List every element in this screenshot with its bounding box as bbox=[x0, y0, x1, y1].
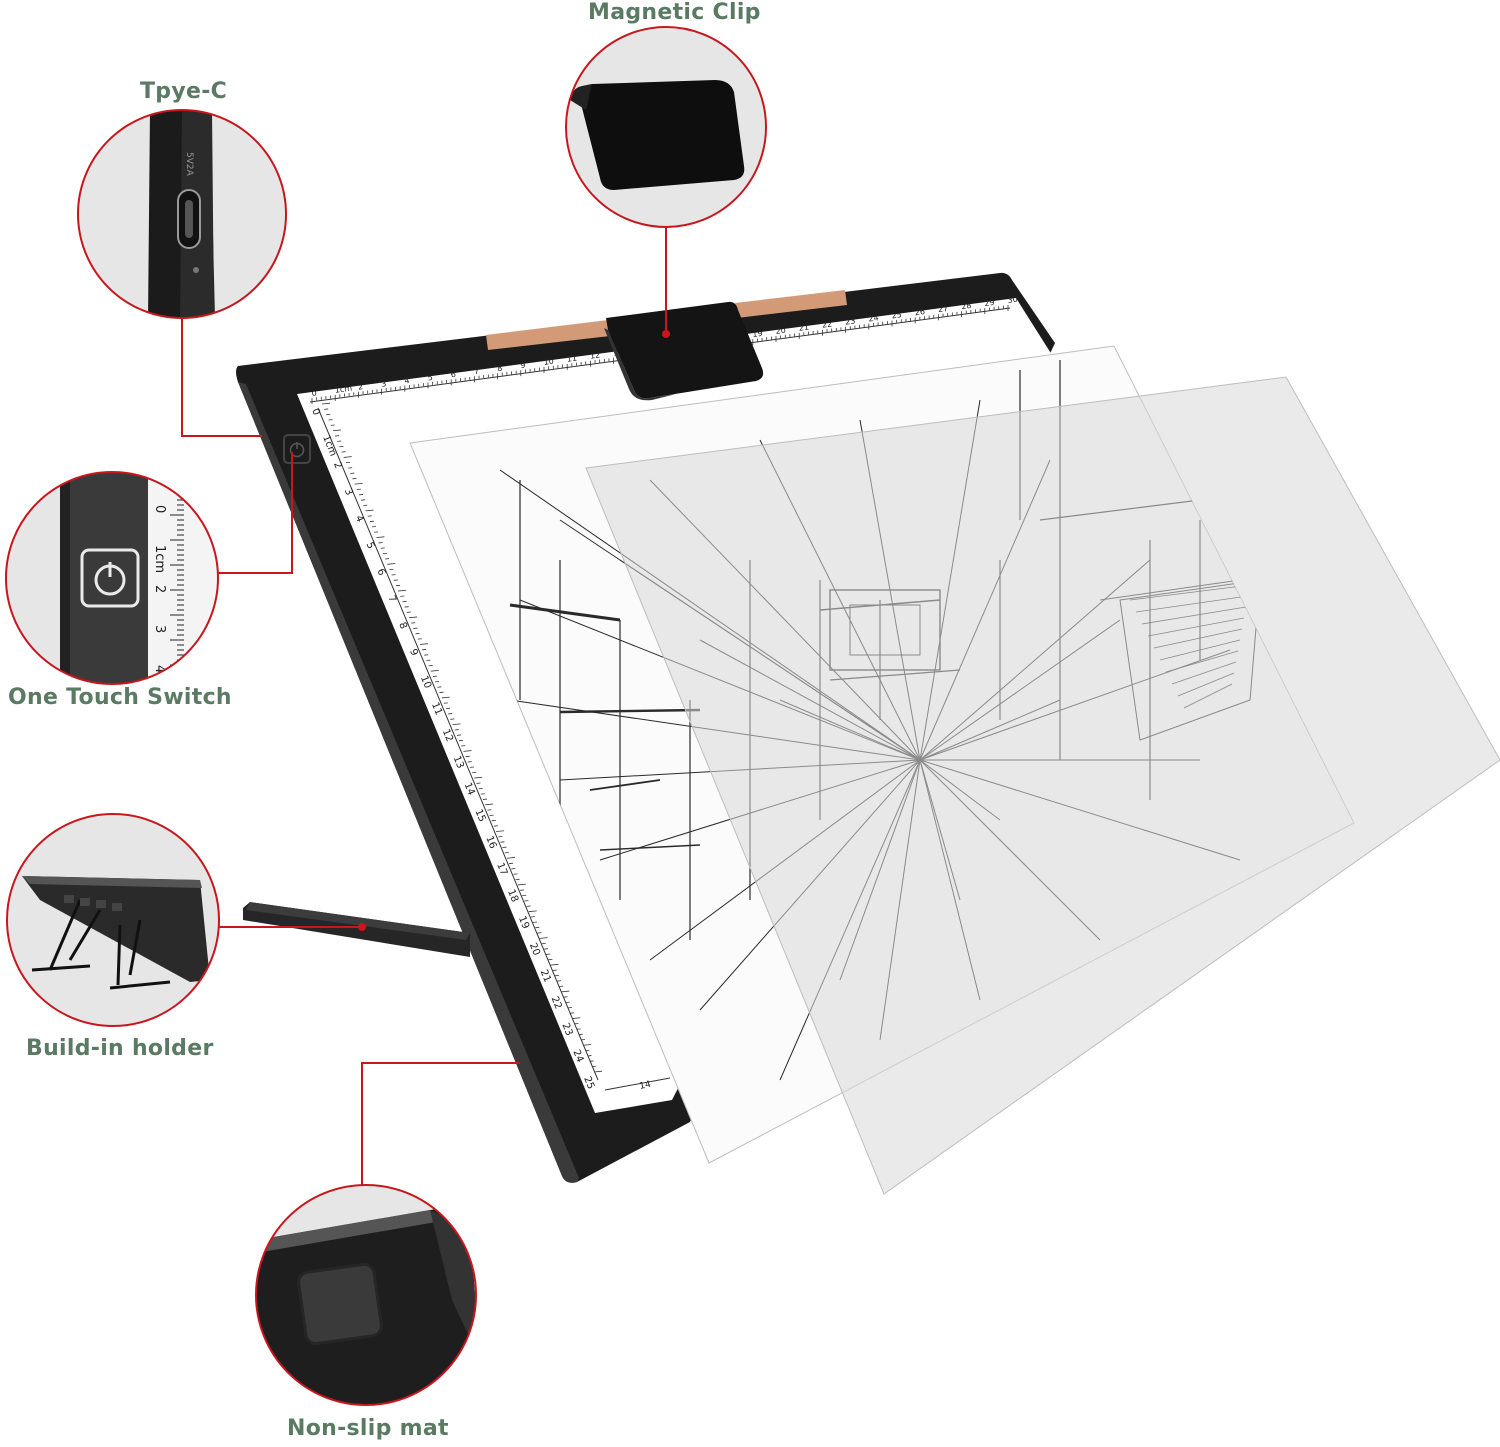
top-ruler-number: 10 bbox=[543, 357, 554, 367]
top-ruler-number: 12 bbox=[589, 350, 600, 360]
callout-line-mat bbox=[362, 1063, 520, 1185]
zoom-non-slip-mat bbox=[256, 1185, 480, 1405]
label-type-c: Tpye-C bbox=[140, 79, 227, 104]
top-ruler-number: 29 bbox=[984, 298, 995, 308]
top-ruler-number: 25 bbox=[891, 310, 902, 320]
label-non-slip-mat: Non-slip mat bbox=[287, 1416, 449, 1441]
top-ruler-number: 22 bbox=[821, 319, 832, 329]
usb-marking: 5V2A bbox=[184, 152, 194, 177]
holder-stick bbox=[243, 902, 470, 957]
zoom-magnetic-clip bbox=[566, 27, 766, 227]
zoom-type-c: 5V2A bbox=[78, 110, 286, 320]
top-ruler-number: 19 bbox=[752, 329, 763, 339]
zoom-build-in-holder bbox=[7, 814, 219, 1026]
zoom-ruler-number: 2 bbox=[152, 585, 167, 593]
top-ruler-number: 20 bbox=[775, 326, 786, 336]
zoom-ruler-number: 1cm bbox=[152, 545, 167, 573]
top-ruler-number: 23 bbox=[845, 316, 856, 326]
label-one-touch-switch: One Touch Switch bbox=[8, 685, 232, 710]
top-ruler-number: 28 bbox=[961, 301, 972, 311]
rubber-foot bbox=[297, 1263, 382, 1345]
top-ruler-number: 27 bbox=[937, 304, 948, 314]
label-build-in-holder: Build-in holder bbox=[26, 1036, 214, 1061]
top-ruler-number: 11 bbox=[566, 354, 577, 364]
top-ruler-number: 24 bbox=[868, 313, 879, 323]
top-ruler-number: 26 bbox=[914, 307, 925, 317]
label-magnetic-clip: Magnetic Clip bbox=[588, 0, 761, 25]
top-ruler-number: 30 bbox=[1007, 295, 1018, 305]
zoom-ruler-number: 3 bbox=[152, 625, 167, 633]
zoom-ruler-number: 0 bbox=[152, 505, 167, 513]
top-ruler-number: 21 bbox=[798, 323, 809, 333]
